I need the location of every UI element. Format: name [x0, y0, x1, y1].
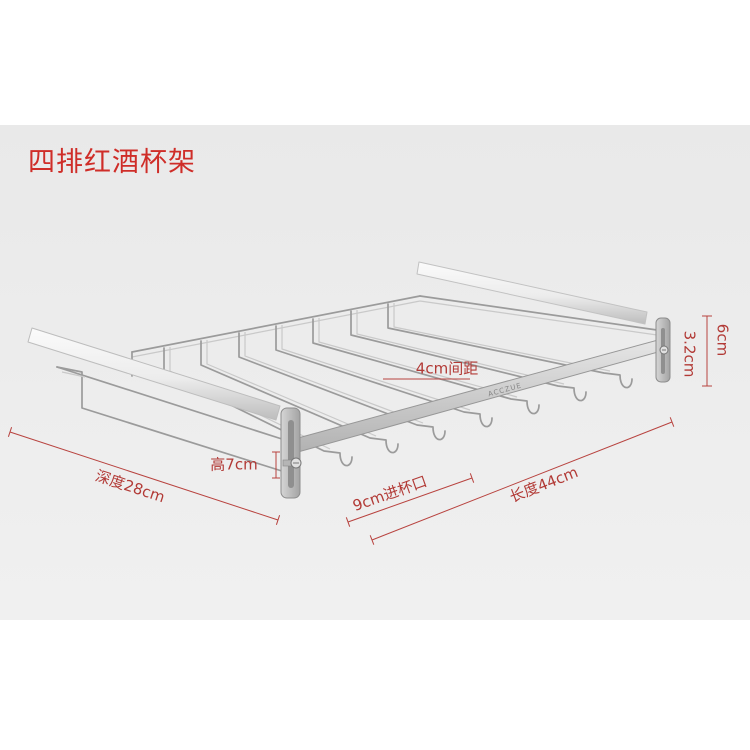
glass-channels [163, 303, 633, 467]
opening-dimension-line [347, 477, 473, 523]
channel-wire [318, 318, 518, 398]
spacing-label: 4cm间距 [416, 360, 478, 378]
rack-frame [56, 295, 658, 473]
channel-wire [356, 310, 565, 385]
left-side-wire [56, 366, 286, 441]
channel-wire [275, 325, 493, 428]
length-dimension-line [371, 421, 673, 541]
back-rail-wire [131, 295, 421, 353]
left-mounting-plate [280, 407, 302, 499]
product-title: 四排红酒杯架 [28, 147, 196, 178]
left-side-wire [61, 371, 86, 378]
channel-wire [200, 340, 399, 454]
right-runner-bar [416, 261, 648, 325]
spacing-dimension: 4cm间距 [383, 360, 478, 380]
depth-dimension-line [9, 431, 279, 521]
opening-label: 9cm进杯口 [350, 472, 429, 515]
left-side-wire [56, 366, 286, 473]
channel-wire [244, 332, 424, 424]
channel-wire [393, 303, 611, 372]
right-mounting-plate [655, 317, 671, 383]
channel-wire [238, 332, 446, 441]
height-dimension: 高7cm [210, 451, 280, 479]
right-rail-wire [419, 300, 658, 336]
channel-wire [163, 347, 353, 467]
channel-wire [312, 318, 540, 415]
depth-dimension: 深度28cm [7, 427, 281, 525]
opening-dimension: 9cm进杯口 [345, 472, 475, 527]
bracket-height-label: 6cm [714, 324, 732, 356]
left-runner-bar [27, 327, 281, 421]
hook-height-label: 3.2cm [681, 331, 699, 378]
channel-wire [281, 325, 471, 411]
vertical-dimensions: 3.2cm 6cm [681, 315, 732, 387]
height-label: 高7cm [210, 456, 257, 474]
channel-wire [350, 310, 587, 402]
depth-label: 深度28cm [93, 467, 167, 507]
right-rail-wire [419, 295, 658, 331]
channel-wire [387, 303, 633, 389]
channel-wire [206, 340, 377, 437]
length-label: 长度44cm [507, 463, 581, 506]
